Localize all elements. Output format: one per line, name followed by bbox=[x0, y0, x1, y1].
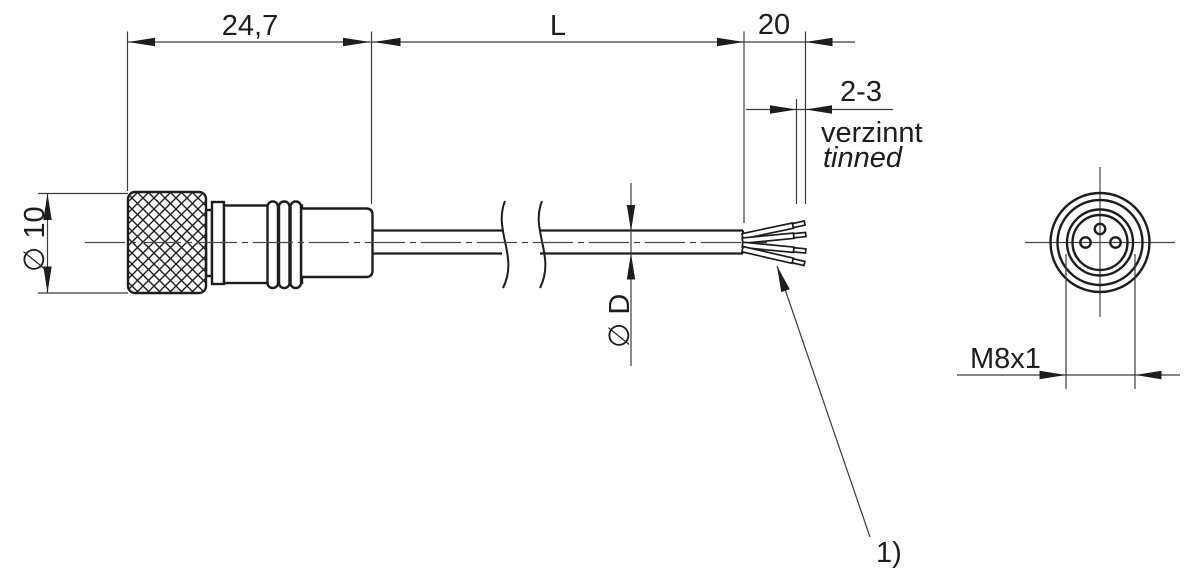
pin-hole bbox=[1079, 236, 1092, 249]
cable bbox=[373, 200, 744, 289]
dim-cable-diameter-label: ∅ D bbox=[604, 294, 636, 348]
dimension-connector-diameter: ∅ 10 bbox=[19, 192, 128, 294]
tinned-tip bbox=[791, 220, 807, 229]
wire bbox=[740, 220, 807, 240]
wire bbox=[741, 231, 807, 245]
dim-tinned-length-label: 2-3 bbox=[840, 76, 882, 108]
tinned-tip bbox=[792, 231, 807, 239]
leader-line bbox=[776, 265, 871, 538]
pin-hole bbox=[1093, 222, 1107, 236]
dimension-cable-diameter: ∅ D bbox=[604, 183, 636, 366]
dim-thread-size-label: M8x1 bbox=[970, 343, 1041, 375]
tinned-label-de: verzinnt bbox=[821, 117, 923, 149]
thread-circle bbox=[1056, 198, 1144, 287]
tinned-tip bbox=[791, 257, 806, 267]
footnote-ref-label: 1) bbox=[876, 537, 902, 569]
wire bbox=[740, 245, 806, 267]
tinned-tip bbox=[792, 246, 807, 254]
break-line bbox=[537, 200, 547, 289]
connector-rib bbox=[266, 200, 280, 290]
socket-inner-circle bbox=[1071, 213, 1129, 272]
pin-hole bbox=[1109, 236, 1122, 249]
dim-cable-length-label: L bbox=[550, 10, 566, 42]
connector-side-view bbox=[126, 190, 374, 295]
outer-housing-circle bbox=[1049, 191, 1151, 294]
dimension-chain-top: 24,7 L 20 bbox=[126, 9, 855, 223]
dim-stripped-length-label: 20 bbox=[758, 9, 790, 41]
dimension-thread: M8x1 bbox=[957, 254, 1180, 389]
footnote-leader: 1) bbox=[776, 265, 902, 569]
connector-rib bbox=[289, 200, 303, 290]
connector-rib bbox=[277, 200, 291, 290]
socket-outer-circle bbox=[1065, 208, 1135, 277]
stripped-wires bbox=[740, 220, 807, 267]
wire bbox=[741, 241, 807, 254]
break-line bbox=[500, 200, 510, 289]
connector-end-view bbox=[1025, 167, 1175, 317]
dim-connector-length-label: 24,7 bbox=[222, 10, 278, 42]
dim-connector-diameter-label: ∅ 10 bbox=[19, 206, 51, 272]
tinned-label-en: tinned bbox=[823, 142, 903, 174]
dimension-tinned: 2-3 verzinnt tinned bbox=[746, 76, 923, 204]
